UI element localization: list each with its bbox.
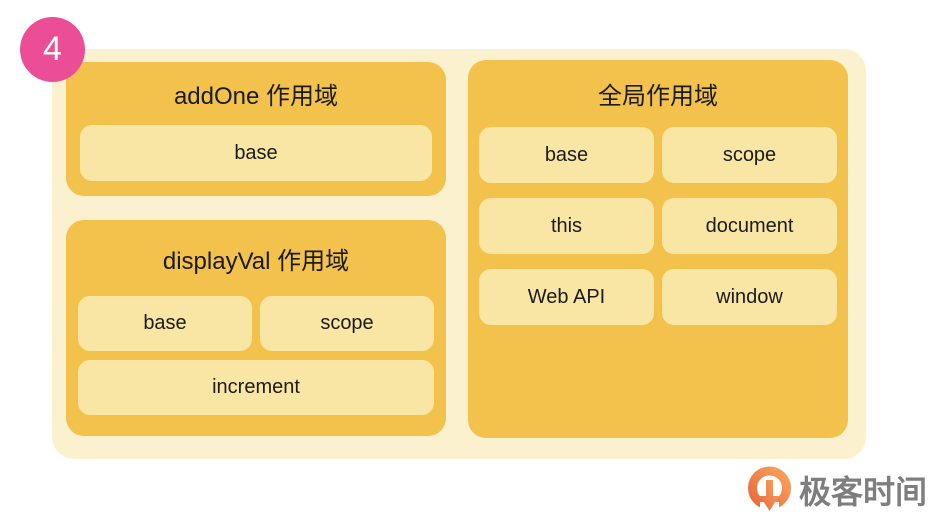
- geektime-logo: 极客时间: [746, 466, 927, 519]
- variable-box-increment: increment: [78, 360, 434, 415]
- variable-box-window: window: [662, 269, 837, 325]
- scope-box-displayval: displayVal 作用域 base scope increment: [66, 220, 446, 436]
- variable-box-document: document: [662, 198, 837, 254]
- variable-box-this: this: [479, 198, 654, 254]
- scope-items-addone: base: [80, 125, 432, 181]
- geektime-logo-text: 极客时间: [799, 474, 928, 510]
- variable-box-base: base: [80, 125, 432, 181]
- scope-title-global: 全局作用域: [598, 83, 718, 110]
- geektime-pin-q-icon: [748, 466, 791, 513]
- variable-box-base: base: [479, 127, 654, 183]
- variable-box-scope: scope: [260, 296, 434, 351]
- variable-box-base: base: [78, 296, 252, 351]
- step-number: 4: [43, 30, 62, 68]
- scope-diagram-canvas: addOne 作用域 base displayVal 作用域 base scop…: [52, 49, 866, 459]
- step-number-badge: 4: [20, 17, 85, 82]
- scope-items-displayval: base scope increment: [78, 296, 434, 415]
- scope-title-displayval: displayVal 作用域: [162, 247, 350, 275]
- scope-box-addone: addOne 作用域 base: [66, 62, 446, 196]
- variable-box-webapi: Web API: [479, 269, 654, 325]
- scope-title-addone: addOne 作用域: [173, 83, 339, 110]
- variable-box-scope: scope: [662, 127, 837, 183]
- scope-box-global: 全局作用域 base scope this document Web API w…: [468, 60, 848, 438]
- scope-items-global: base scope this document Web API window: [479, 127, 837, 325]
